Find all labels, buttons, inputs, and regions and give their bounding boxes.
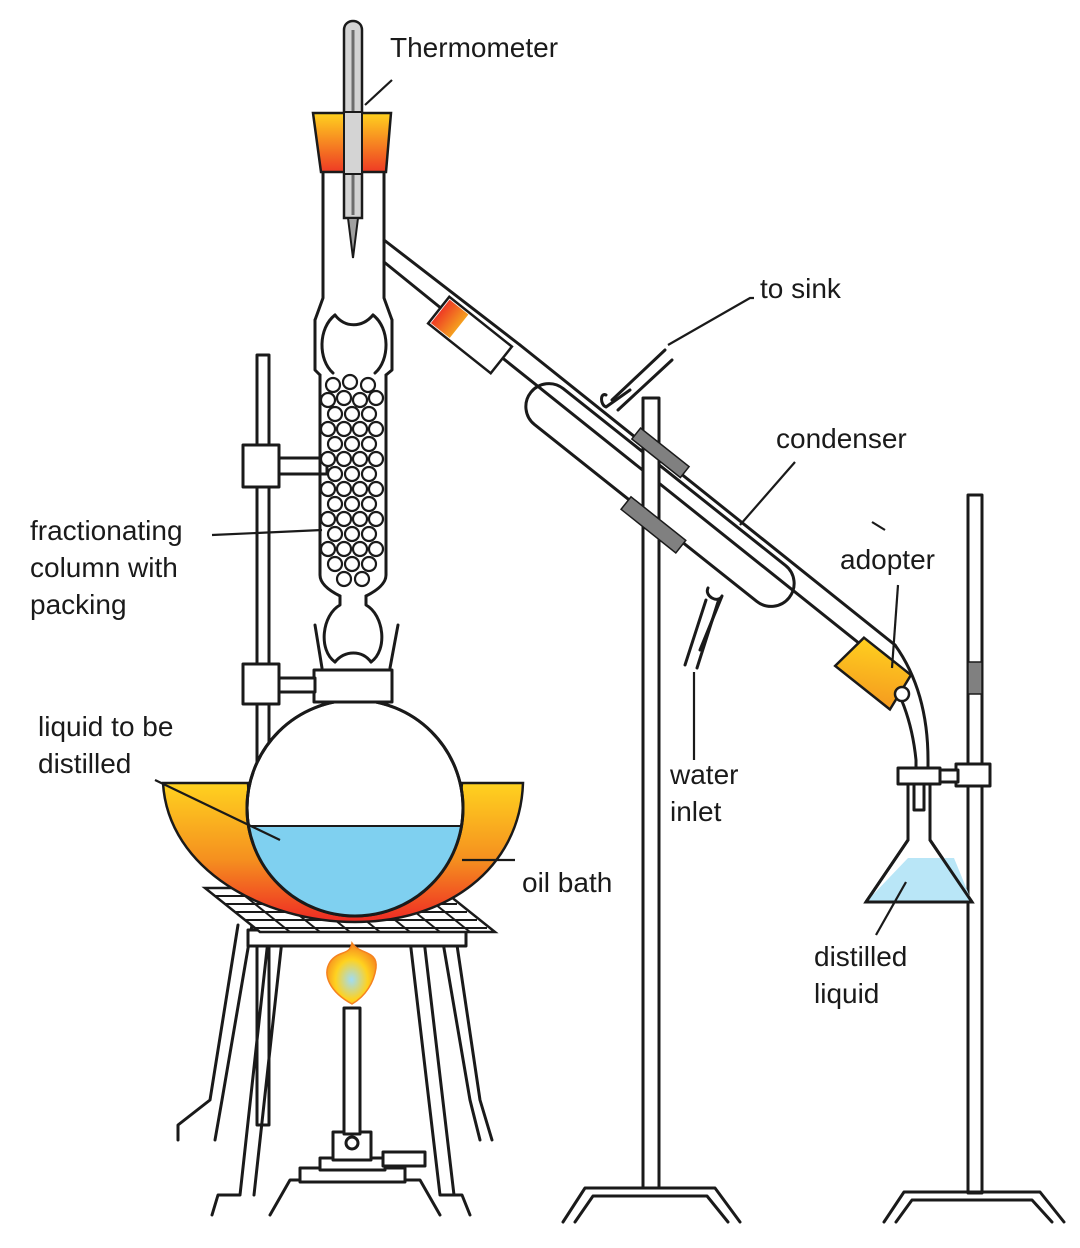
thermometer-stopper [311, 111, 393, 175]
label-condenser: condenser [776, 423, 907, 454]
bunsen-burner [268, 940, 442, 1217]
fractionating-column [313, 170, 522, 670]
label-liquid-to-be-distilled-line-1: liquid to be [38, 711, 174, 742]
label-to-sink: to sink [760, 273, 841, 304]
right-retort-stand [882, 493, 1066, 1224]
middle-retort-stand [561, 396, 742, 1224]
condenser [426, 295, 897, 670]
label-oil-bath: oil bath [522, 867, 613, 898]
label-distilled-liquid-line-1: distilled [814, 941, 908, 972]
adapter [833, 636, 930, 810]
label-distilled-liquid-line-2: liquid [814, 978, 880, 1009]
column-packing-beads [319, 373, 385, 588]
label-fractionating-column-line-1: fractionating [30, 515, 183, 546]
label-liquid-to-be-distilled-line-2: distilled [38, 748, 132, 779]
left-stand-clamps [241, 443, 329, 706]
label-water-inlet-line-1: water [670, 759, 739, 790]
flame-icon [326, 940, 377, 1005]
conical-flask [863, 766, 975, 904]
label-fractionating-column-line-3: packing [30, 589, 127, 620]
label-water-inlet-line-2: inlet [670, 796, 722, 827]
label-fractionating-column-line-2: column with [30, 552, 178, 583]
leader-lines [154, 79, 907, 936]
label-thermometer: Thermometer [390, 32, 559, 63]
label-adopter: adopter [840, 544, 935, 575]
